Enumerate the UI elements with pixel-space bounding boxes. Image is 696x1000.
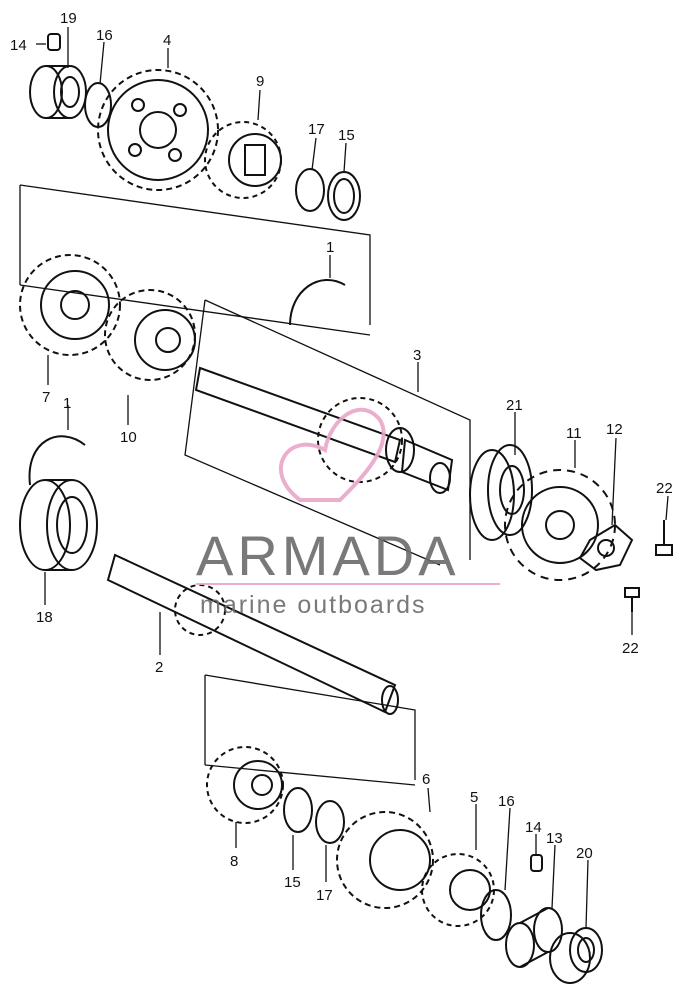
label-2: 2: [155, 659, 163, 676]
snap-ring-1-top: [289, 279, 346, 326]
watermark-tagline: marine outboards: [200, 591, 427, 619]
gear-4: [97, 69, 219, 191]
circlip-15-bottom: [283, 787, 313, 833]
label-12: 12: [606, 421, 623, 438]
part-number-labels: 19 14 16 4 9 17 15 1 7 10 3 1 21 11 12 2…: [10, 10, 673, 904]
label-8: 8: [230, 853, 238, 870]
dowel-pin-14-bottom: [530, 854, 543, 872]
assembly-guide-lines: [19, 184, 471, 786]
label-11: 11: [566, 425, 582, 442]
watermark-brand: ARMADA: [196, 524, 460, 587]
label-7: 7: [42, 389, 50, 406]
bolt-22-lower: [624, 587, 640, 612]
label-16-top: 16: [96, 27, 113, 44]
bushing-13: [505, 907, 563, 968]
needle-bearing-19: [29, 65, 87, 119]
gear-8: [206, 746, 284, 824]
oil-seal-21: [469, 444, 533, 541]
sprocket-11: [504, 469, 616, 581]
dowel-pin-14-top: [47, 33, 61, 51]
gear-9: [204, 121, 282, 199]
label-16-bottom: 16: [498, 793, 515, 810]
snap-ring-1-left: [28, 435, 86, 486]
label-20: 20: [576, 845, 593, 862]
label-18: 18: [36, 609, 53, 626]
label-17-bottom: 17: [316, 887, 333, 904]
label-4: 4: [163, 32, 171, 49]
gear-7: [19, 254, 121, 356]
thrust-washer-16-top: [84, 82, 112, 128]
ball-bearing-18: [19, 479, 98, 571]
label-1-left: 1: [63, 395, 71, 412]
label-9: 9: [256, 73, 264, 90]
label-14-top: 14: [10, 37, 27, 54]
gear-10: [104, 289, 196, 381]
label-19: 19: [60, 10, 77, 27]
label-5: 5: [470, 789, 478, 806]
needle-bearing-20: [549, 927, 603, 984]
label-21: 21: [506, 397, 523, 414]
lock-plate-12: [578, 523, 634, 572]
leader-lines: [36, 27, 669, 929]
label-6: 6: [422, 771, 430, 788]
gear-6: [336, 811, 434, 909]
label-15-bottom: 15: [284, 874, 301, 891]
label-15-top: 15: [338, 127, 355, 144]
bolt-22-right: [655, 520, 673, 556]
armada-watermark: ARMADA marine outboards: [196, 407, 500, 619]
washer-17-top: [295, 168, 325, 212]
label-10: 10: [120, 429, 137, 446]
label-17-top: 17: [308, 121, 325, 138]
label-22-lower: 22: [622, 640, 639, 657]
circlip-15-top: [327, 171, 361, 221]
label-22-right: 22: [656, 480, 673, 497]
thrust-washer-16-bottom: [480, 889, 512, 941]
countershaft-3: [194, 366, 454, 494]
label-14-bottom: 14: [525, 819, 542, 836]
label-13: 13: [546, 830, 563, 847]
label-1-top: 1: [326, 239, 334, 256]
washer-17-bottom: [315, 800, 345, 844]
watermark-logo-mark: [278, 407, 386, 502]
label-3: 3: [413, 347, 421, 364]
